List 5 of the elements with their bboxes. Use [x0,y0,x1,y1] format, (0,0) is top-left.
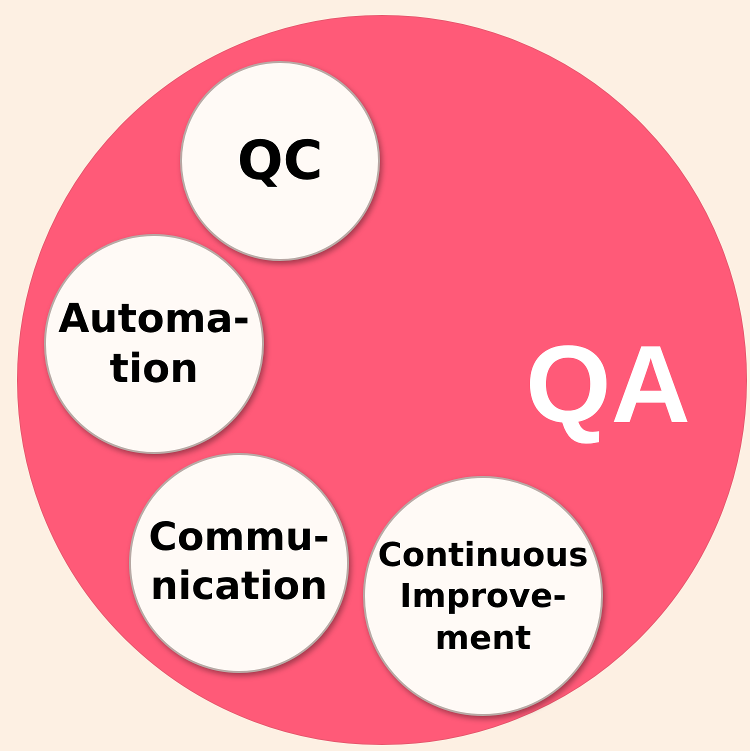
circle-label: QA [524,322,692,448]
circle-label: Continuous Improve- ment [378,534,588,658]
circle-label: QC [237,128,323,194]
circle-label: Automa- tion [58,295,250,394]
circle-label: Commu- nication [148,514,330,611]
